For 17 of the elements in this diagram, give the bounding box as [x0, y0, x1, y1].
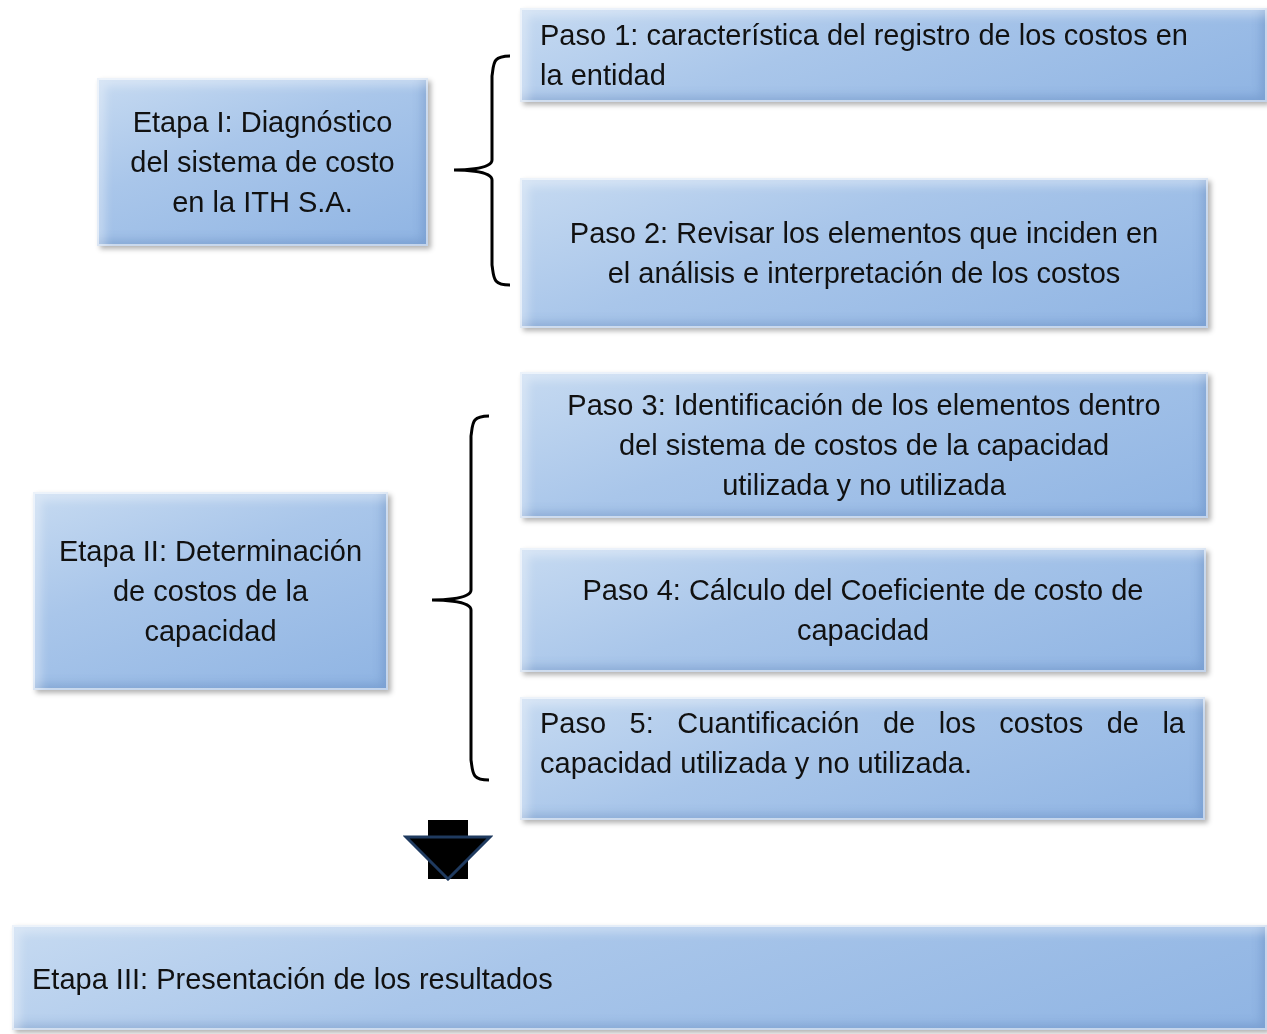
box-text: Etapa II: Determinación de costos de la capacidad [57, 534, 363, 649]
process-box [520, 8, 1267, 102]
process-box [12, 925, 1267, 1030]
block-arrow [404, 820, 492, 881]
box-text: Paso 3: Identificación de los elementos dentro del sistema de costos de la capacidad utilizada y no utilizada [566, 388, 1162, 503]
process-box [97, 78, 428, 246]
process-box [520, 697, 1205, 820]
box-text: Paso 5: Cuantificación de los costos de la capacidad utilizada y no utilizada. [540, 706, 1185, 781]
box-text: Paso 4: Cálculo del Coeficiente de costo de capacidad [581, 573, 1145, 648]
box-text: Paso 1: característica del registro de los costos en la entidad [540, 18, 1189, 93]
process-box [520, 548, 1206, 672]
process-box [520, 178, 1208, 328]
box-text: Etapa III: Presentación de los resultados [32, 962, 554, 997]
box-text: Etapa I: Diagnóstico del sistema de costo en la ITH S.A. [129, 105, 396, 220]
process-box [520, 372, 1208, 518]
box-text: Paso 2: Revisar los elementos que inciden en el análisis e interpretación de los costos [568, 216, 1160, 291]
process-box [33, 492, 388, 690]
